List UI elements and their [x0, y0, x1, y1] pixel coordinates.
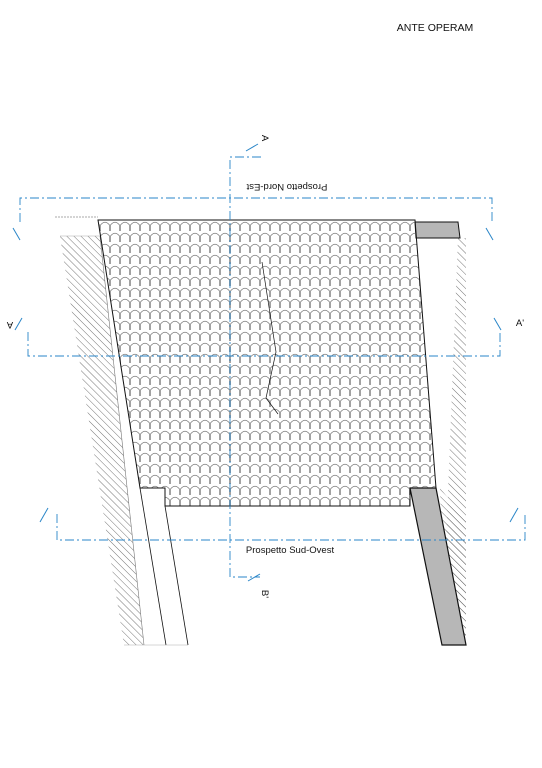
drawing-title: ANTE OPERAM: [397, 22, 473, 34]
label-section-a-prime: A': [516, 318, 524, 329]
section-arrow-ticks: [12, 143, 519, 582]
label-prospetto-sud-ovest: Prospetto Sud-Ovest: [246, 545, 335, 556]
right-wall-top: [414, 221, 461, 239]
left-neighbour-wall: [60, 235, 145, 646]
section-lines: [19, 156, 526, 578]
label-section-b-top: A: [259, 135, 270, 142]
label-prospetto-nord-est: Prospetto Nord-Est: [246, 181, 327, 192]
tiled-roof: [97, 219, 437, 507]
label-section-b-prime: B': [259, 590, 270, 598]
left-lower-wall: [124, 487, 189, 646]
label-section-a-left: A: [6, 319, 13, 330]
